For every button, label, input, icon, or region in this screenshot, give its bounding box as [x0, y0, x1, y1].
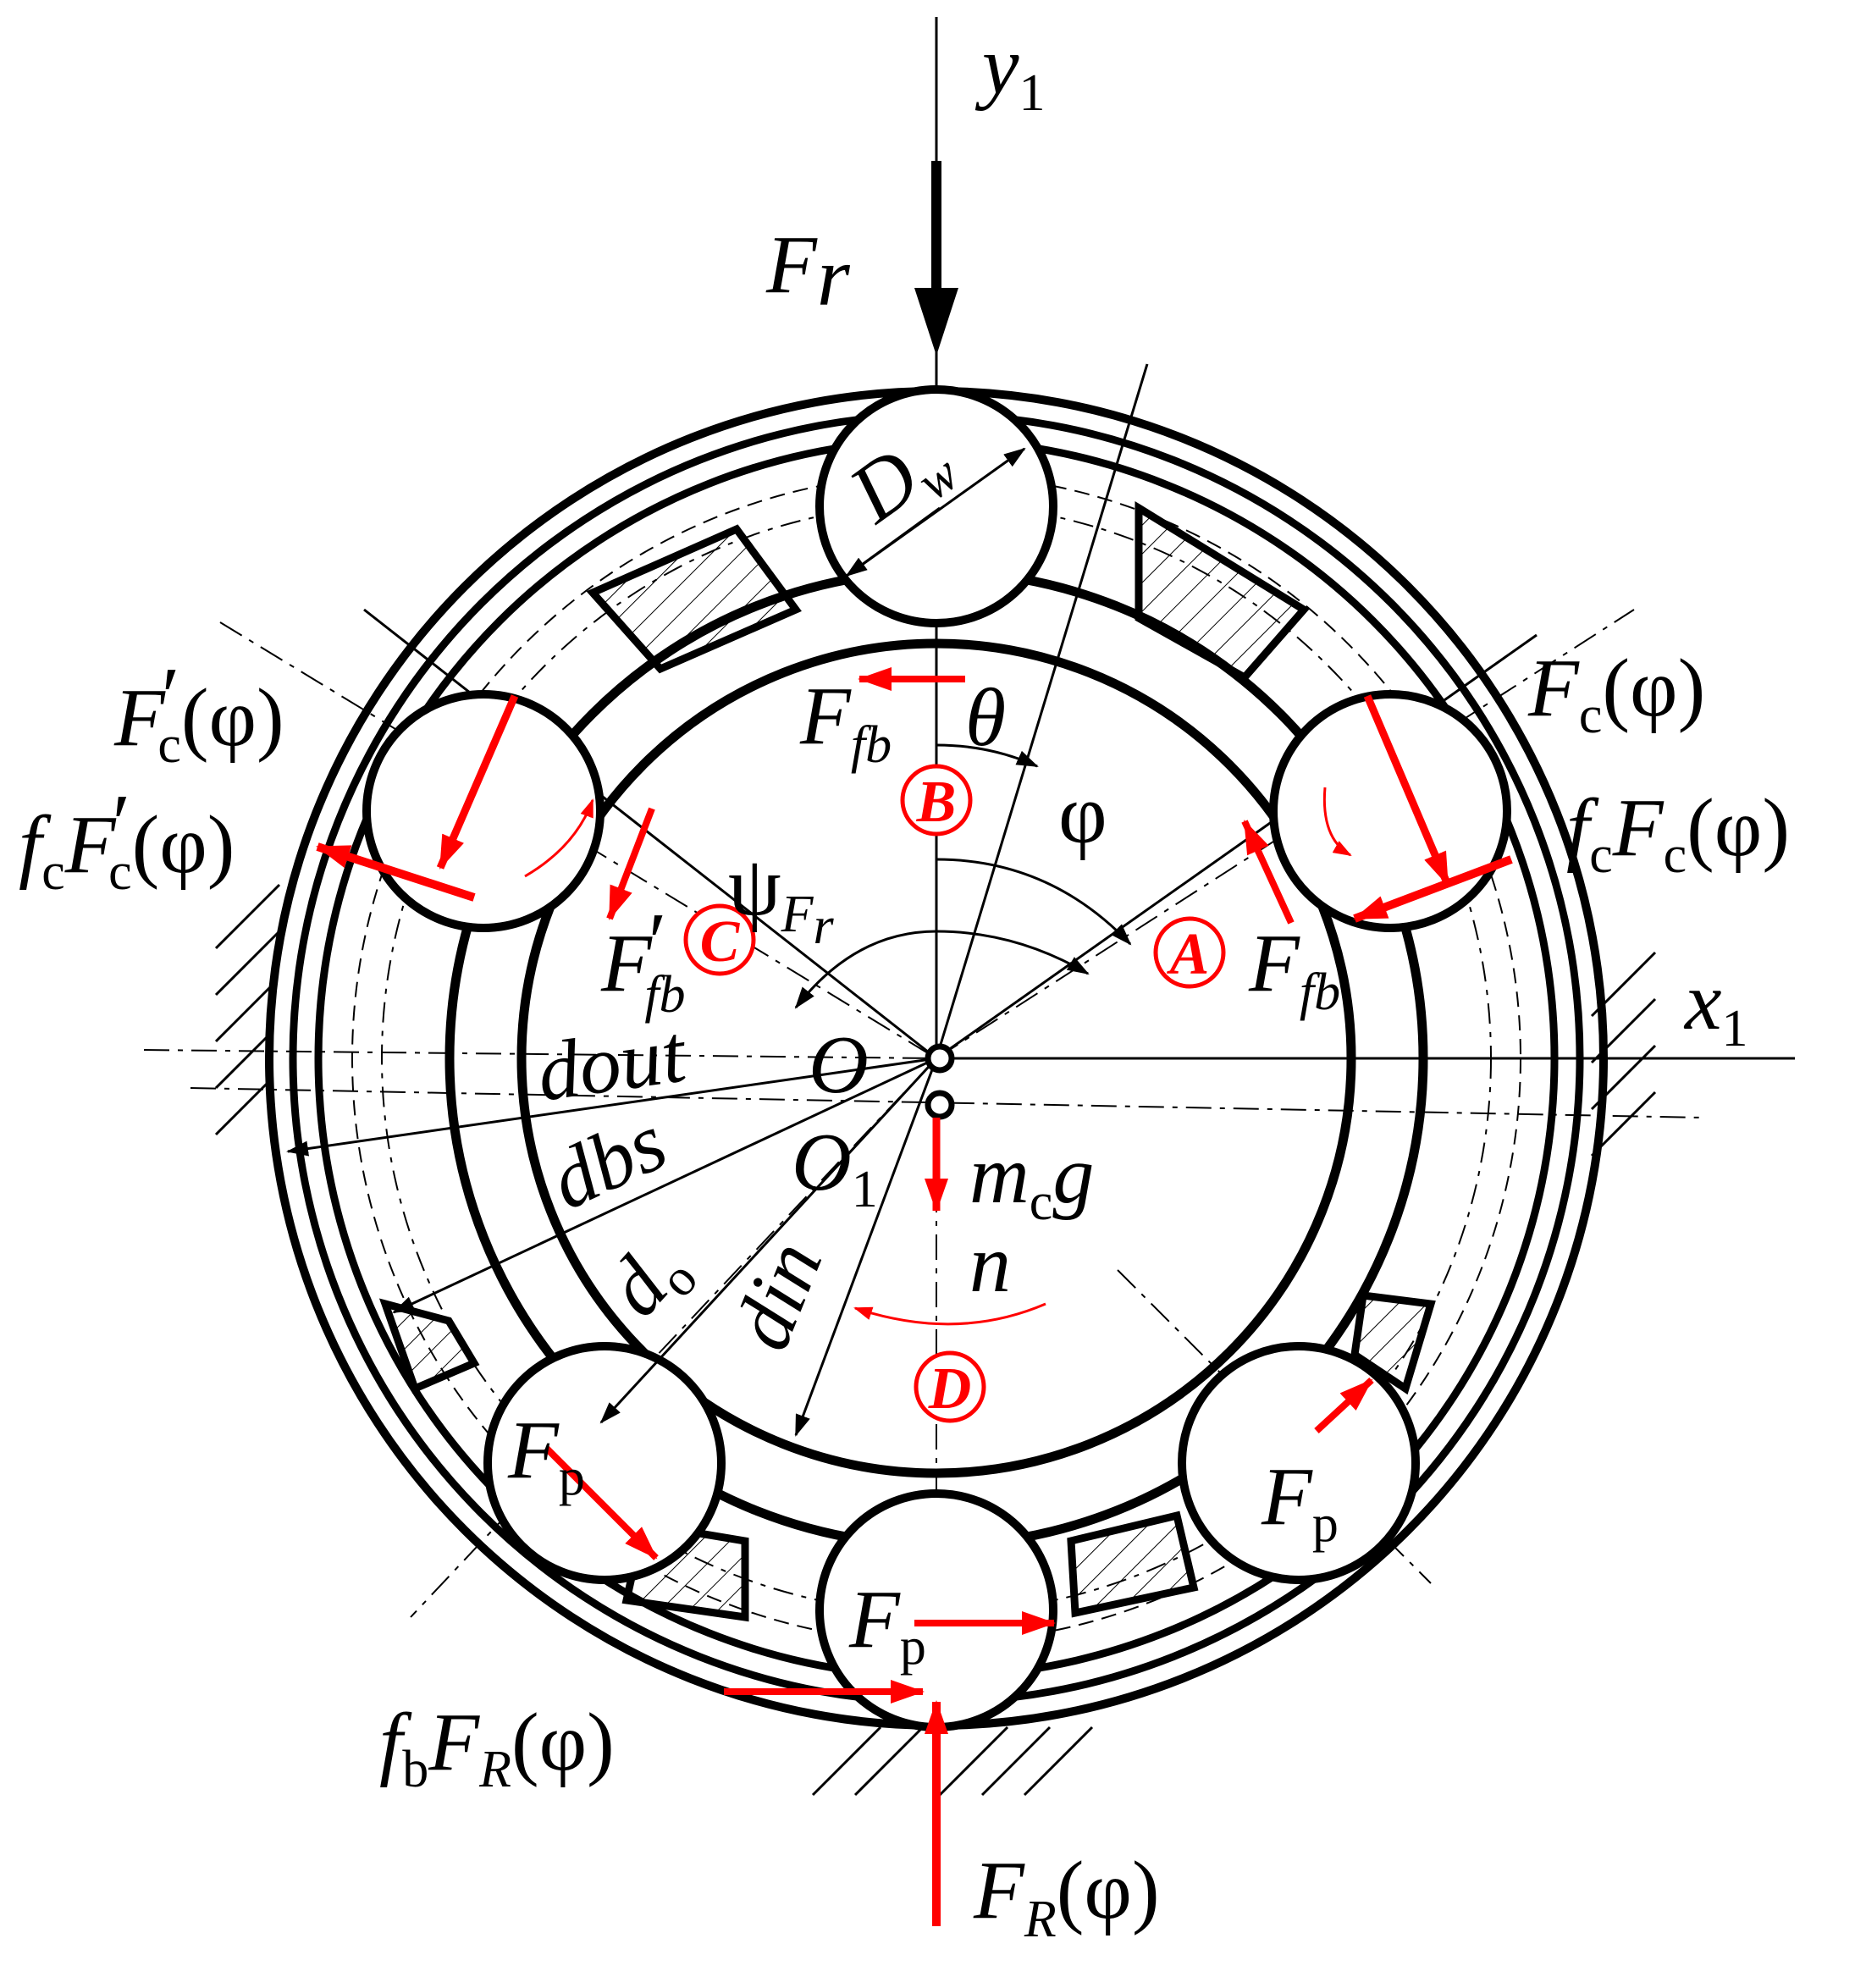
contact-label-C: C — [700, 909, 741, 975]
dw-dimension-back — [845, 506, 941, 577]
contact-label-B: B — [916, 770, 957, 835]
mcg-label: mcg — [969, 1129, 1094, 1231]
roller-lower-left — [483, 1342, 726, 1584]
contact-label-A: A — [1167, 922, 1210, 987]
roller-upper-right — [1269, 690, 1511, 932]
do-label: do — [589, 1222, 709, 1339]
contact-point-letters: B A C D — [700, 770, 1210, 1422]
center-points — [925, 1043, 955, 1120]
left-reference-line — [363, 608, 937, 1060]
contact-marker-D — [914, 1350, 986, 1423]
fr-arrow-head — [914, 288, 958, 356]
do-dimension — [599, 1057, 938, 1424]
force-arrows — [316, 667, 1513, 1926]
cage-segment-lower-right — [1350, 1290, 1436, 1395]
fp-lower-left-label: Fp — [507, 1405, 585, 1506]
centerline-offset — [190, 1087, 1703, 1118]
fc-prime-friction-arrow — [316, 842, 476, 902]
angle-arcs — [794, 743, 1132, 1009]
rot-arc-left — [524, 798, 594, 878]
cage-segment-bottom-right — [1067, 1510, 1199, 1618]
contact-marker-A — [1153, 916, 1226, 989]
centerline-diag-upper-left — [219, 621, 937, 1059]
x1-label: x1 — [1683, 956, 1748, 1058]
fp-bottom-label: Fp — [848, 1574, 926, 1676]
fp-lower-right-label: Fp — [1261, 1451, 1339, 1553]
cage-segment-lower-left — [378, 1298, 480, 1394]
fr-label: Fr — [765, 219, 851, 323]
theta-label: θ — [965, 672, 1006, 764]
fc-prime-arrow — [436, 694, 519, 870]
ffb-prime-arrow — [606, 807, 655, 920]
rot-arc-right — [1322, 787, 1352, 857]
ffb-right-label: Ffb — [1248, 918, 1340, 1021]
fc-prime-friction-label: fcF′c(φ) — [19, 778, 235, 901]
contact-label-D: D — [928, 1356, 972, 1422]
load-direction-line — [935, 363, 1149, 1059]
ffb-right-arrow — [1241, 820, 1295, 925]
ffb-prime-label: F′fb — [600, 897, 686, 1024]
dimension-lines — [286, 447, 1026, 1437]
psi-arc-left — [794, 930, 937, 1009]
cage-segments — [378, 500, 1436, 1622]
fc-friction-label: fcFc(φ) — [1566, 782, 1790, 884]
contact-marker-C — [683, 903, 756, 976]
contact-point-markers — [683, 764, 1226, 1423]
external-loads — [914, 161, 958, 356]
center-O — [925, 1043, 955, 1074]
fp-lower-left-arrow — [544, 1445, 659, 1560]
centerline-horizontal — [143, 1049, 937, 1059]
cage-segment-upper-left — [586, 524, 802, 674]
rolling-elements — [362, 385, 1511, 1731]
fc-label: Fc(φ) — [1527, 643, 1705, 744]
housing-hatching — [214, 883, 1657, 1797]
centerline-diag-lower-left — [410, 1058, 937, 1618]
center-O1 — [925, 1090, 955, 1120]
cage-segment-upper-right — [1135, 500, 1310, 682]
fr-reaction-label: FR(φ) — [973, 1845, 1160, 1948]
phi-label: φ — [1058, 767, 1107, 861]
fp-lower-right-arrow — [1314, 1378, 1374, 1433]
inner-ring-bore — [516, 638, 1356, 1478]
center-O1-label: O1 — [792, 1117, 878, 1218]
roller-upper-left — [362, 690, 605, 932]
dout-dimension — [286, 1057, 937, 1157]
speed-n-label: n — [969, 1218, 1011, 1310]
fc-prime-label: F′c(φ) — [113, 651, 284, 774]
psi-arc-right — [936, 930, 1090, 975]
ffb-top-label: Ffb — [799, 671, 892, 774]
fb-friction-label: fbFR(φ) — [379, 1697, 615, 1798]
psi-label: ψFr — [728, 839, 834, 955]
dbs-dimension — [392, 1057, 937, 1314]
din-dimension — [794, 1058, 938, 1437]
n-rotation-arc — [853, 1302, 1046, 1326]
roller-top — [815, 385, 1057, 627]
fc-friction-arrow — [1353, 855, 1513, 923]
labels: y1 x1 Fr FR(φ) fbFR(φ) mcg n F′c(φ) fcF′… — [19, 20, 1790, 1948]
dout-label: dout — [532, 1008, 693, 1119]
y1-label: y1 — [974, 20, 1046, 122]
contact-marker-B — [900, 764, 973, 837]
din-label: din — [715, 1229, 840, 1362]
theta-arc — [936, 743, 1039, 768]
phi-arc — [936, 858, 1132, 946]
center-O-label: O — [809, 1019, 869, 1111]
fc-arrow — [1363, 694, 1452, 886]
